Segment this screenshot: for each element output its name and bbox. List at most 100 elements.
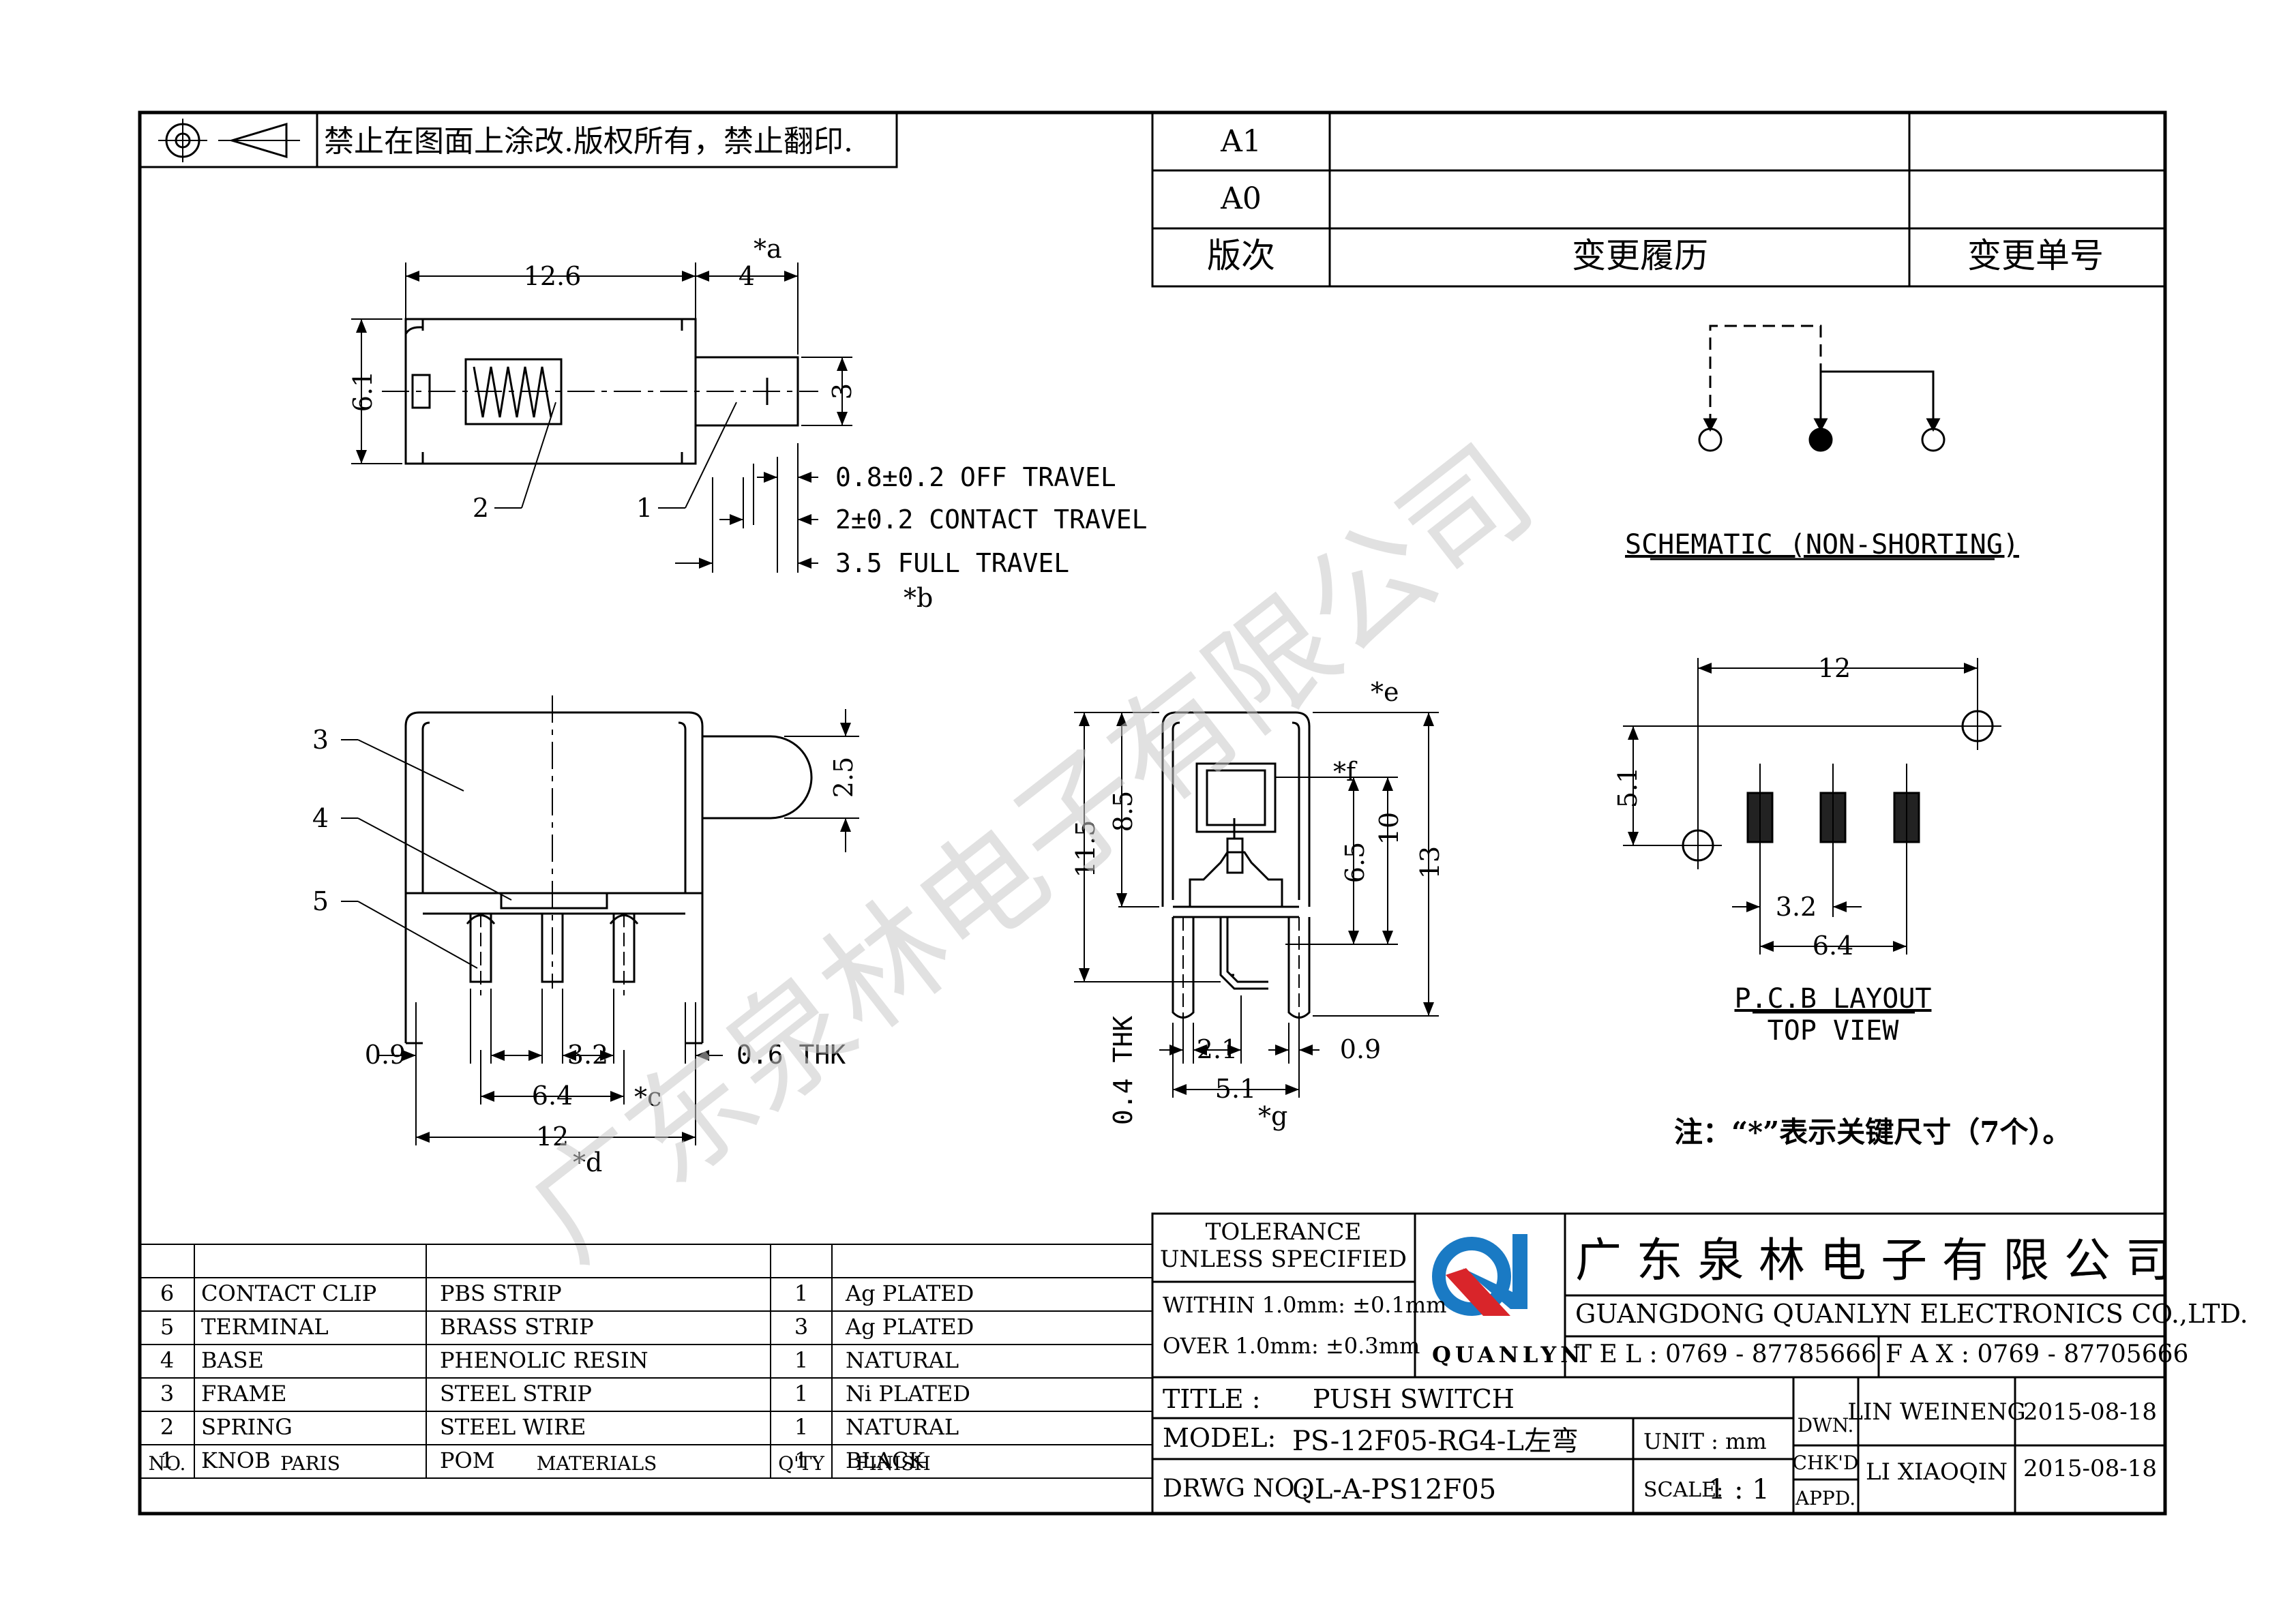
bom-cell-qty: 1 (794, 1414, 808, 1440)
appd-label: APPD. (1795, 1487, 1855, 1510)
scale-value: 1 : 1 (1708, 1474, 1770, 1505)
model-value: PS-12F05-RG4-L左弯 (1292, 1426, 1579, 1457)
bom-cell-material: STEEL WIRE (440, 1414, 586, 1440)
revision-header-history: 变更履历 (1572, 236, 1708, 275)
bom-cell-material: PHENOLIC RESIN (440, 1347, 648, 1373)
company-name-cn: 广 东 泉 林 电 子 有 限 公 司 (1575, 1234, 2172, 1288)
title-value: PUSH SWITCH (1313, 1384, 1515, 1414)
schematic-contact-right (1921, 427, 1945, 452)
bom-cell-no: 2 (160, 1414, 174, 1440)
bom-header-material: MATERIALS (537, 1452, 657, 1475)
tolerance-over: OVER 1.0mm: ±0.3mm (1163, 1333, 1420, 1359)
side-frame (1161, 711, 1311, 907)
schematic (1698, 325, 1945, 452)
bom-cell-finish: NATURAL (846, 1414, 959, 1440)
dim-length: 12.6 (524, 261, 582, 291)
key-a: *a (754, 234, 782, 264)
bom-cell-part: TERMINAL (201, 1314, 329, 1340)
bom-header-part: PARIS (280, 1452, 340, 1475)
top-view (351, 262, 852, 573)
bom-cell-part: KNOB (201, 1447, 271, 1473)
bom-cell-no: 1 (160, 1447, 174, 1473)
tolerance-label: TOLERANCE (1206, 1218, 1362, 1246)
callout-knob: 1 (636, 493, 653, 523)
schematic-label: SCHEMATIC (NON-SHORTING) (1625, 529, 2019, 560)
off-travel-label: 0.8±0.2 OFF TRAVEL (835, 462, 1116, 492)
dim-span: 6.4 (532, 1081, 573, 1111)
bom-header-qty: Q'TY (778, 1452, 824, 1475)
drawn-by: LIN WEINENG (1847, 1398, 2025, 1426)
company-name-en: GUANGDONG QUANLYN ELECTRONICS CO.,LTD. (1575, 1299, 2248, 1329)
chkd-label: CHK'D (1793, 1452, 1859, 1474)
title-block-text: TOLERANCE UNLESS SPECIFIED WITHIN 1.0mm:… (1160, 1218, 2248, 1510)
tolerance-sublabel: UNLESS SPECIFIED (1160, 1246, 1407, 1273)
key-e: *e (1371, 677, 1399, 707)
dwn-label: DWN. (1798, 1414, 1854, 1437)
schematic-contact-left (1698, 427, 1723, 452)
dim-knob-dia: 2.5 (829, 757, 859, 798)
bom-cell-qty: 1 (794, 1447, 808, 1473)
projection-symbol-icon (158, 119, 300, 162)
bom-cell-qty: 3 (794, 1314, 808, 1340)
copyright-box: 禁止在图面上涂改.版权所有，禁止翻印. (138, 111, 898, 168)
pcb-dim-6-4: 6.4 (1813, 931, 1853, 961)
bom-cell-finish: Ni PLATED (846, 1381, 970, 1407)
bom-cell-no: 4 (160, 1347, 174, 1373)
dim-8-5: 8.5 (1108, 791, 1138, 832)
bom-cell-qty: 1 (794, 1347, 808, 1373)
callout-spring: 2 (473, 493, 489, 523)
bom-header-no: NO. (149, 1452, 186, 1475)
callout-base: 4 (312, 803, 329, 833)
key-g: *g (1258, 1101, 1287, 1131)
bom-cell-finish: Ag PLATED (845, 1314, 974, 1340)
dim-height: 6.1 (348, 371, 378, 412)
key-d: *d (573, 1147, 602, 1177)
pcb-layout-label: P.C.B LAYOUT (1735, 983, 1932, 1015)
bom-cell-qty: 1 (794, 1381, 808, 1407)
bom-cell-no: 3 (160, 1381, 174, 1407)
unit-label: UNIT : mm (1643, 1428, 1767, 1454)
frame-outline (404, 711, 704, 1043)
callout-terminal: 5 (312, 886, 329, 916)
dim-6-5: 6.5 (1340, 842, 1370, 883)
pcb-labels: 12 5.1 3.2 6.4 P.C.B LAYOUT TOP VIEW (1613, 653, 1931, 1047)
front-view (341, 695, 859, 1145)
bom-cell-material: BRASS STRIP (440, 1314, 594, 1340)
dim-13: 13 (1415, 846, 1445, 879)
dim-10: 10 (1374, 812, 1404, 845)
checked-by: LI XIAOQIN (1866, 1458, 2008, 1486)
dim-0-9: 0.9 (1340, 1034, 1381, 1064)
full-travel-label: 3.5 FULL TRAVEL (835, 548, 1069, 578)
dim-pitch: 3.2 (567, 1040, 608, 1070)
drwg-label: DRWG NO.: (1163, 1475, 1309, 1503)
front-knob (702, 735, 813, 820)
title-label: TITLE : (1163, 1384, 1261, 1414)
base-shape (500, 892, 608, 910)
dim-left-margin: 0.9 (365, 1040, 406, 1070)
bom-cell-part: FRAME (201, 1381, 287, 1407)
logo-wordmark: QUANLYN (1432, 1342, 1584, 1368)
pcb-layout (1623, 658, 2001, 955)
dim-knob-length: 4 (739, 261, 755, 291)
side-view-labels: 11.5 8.5 6.5 10 13 *e *f 0.4 THK 2.1 0.9… (1071, 677, 1445, 1131)
bom-cell-part: CONTACT CLIP (201, 1280, 376, 1306)
dim-11-5: 11.5 (1071, 820, 1101, 878)
bom-cell-no: 5 (160, 1314, 174, 1340)
scale-label: SCALE: (1643, 1478, 1723, 1502)
drwg-value: QL-A-PS12F05 (1292, 1474, 1496, 1505)
model-label: MODEL: (1163, 1423, 1276, 1453)
key-b: *b (904, 583, 933, 613)
key-dimension-note: 注：“*”表示关键尺寸（7个）。 (1674, 1115, 2072, 1149)
pcb-dim-3-2: 3.2 (1776, 892, 1817, 922)
revision-header-number: 变更单号 (1967, 236, 2104, 275)
pcb-dim-5-1: 5.1 (1613, 767, 1643, 808)
dim-terminal-thk: 0.6 THK (736, 1040, 846, 1070)
bom-cell-part: BASE (201, 1347, 264, 1373)
dim-5-1: 5.1 (1215, 1074, 1256, 1104)
top-view-labels: 12.6 4 *a 6.1 3 2 1 0.8±0.2 OFF TRAVEL 2… (348, 234, 1148, 613)
bom-cell-material: POM (440, 1447, 495, 1473)
dim-2-1: 2.1 (1197, 1034, 1238, 1064)
contact-travel-label: 2±0.2 CONTACT TRAVEL (835, 505, 1148, 535)
bom-cell-qty: 1 (794, 1280, 808, 1306)
